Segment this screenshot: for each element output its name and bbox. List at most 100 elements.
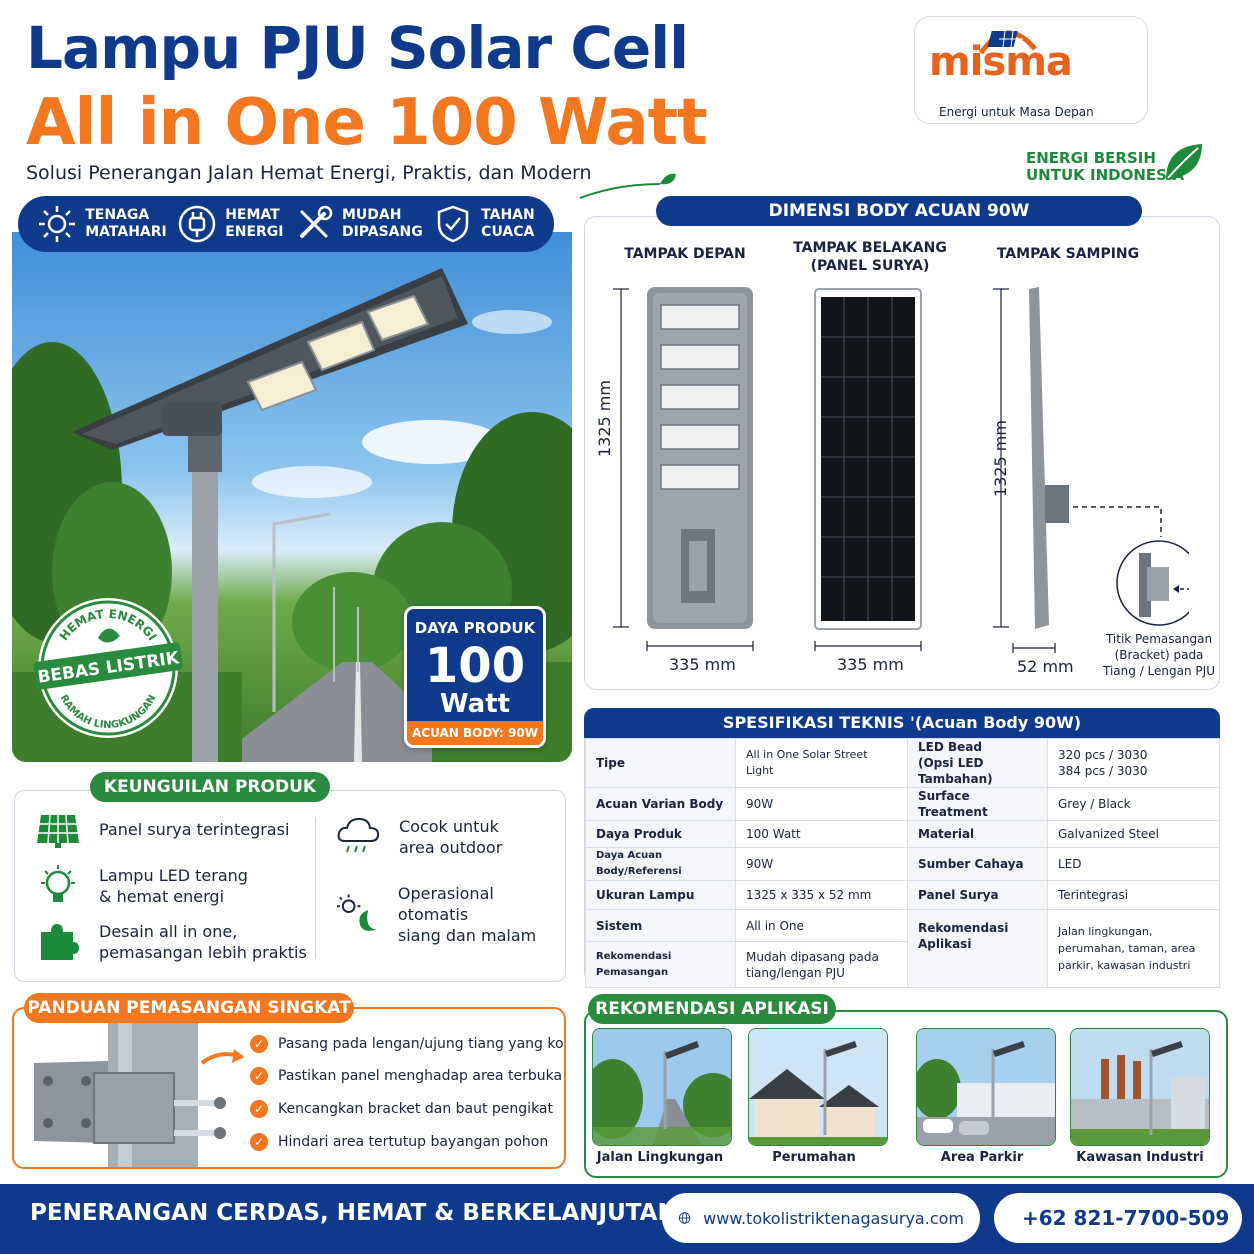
spec-key: Rekomendasi Aplikasi: [907, 909, 1048, 988]
dimensi-title: DIMENSI BODY ACUAN 90W: [656, 196, 1142, 226]
side-height-label: 1325 mm: [991, 420, 1010, 497]
feature-tenaga-matahari: TENAGA MATAHARI: [37, 204, 167, 244]
day-night-icon: [336, 894, 376, 931]
panduan-step-text: Hindari area tertutup bayangan pohon: [278, 1134, 549, 1150]
table-row: Ukuran Lampu 1325 x 335 x 52 mm Panel Su…: [585, 880, 1220, 910]
panduan-step-text: Pastikan panel menghadap area terbuka: [278, 1068, 563, 1084]
front-width-label: 335 mm: [669, 655, 736, 674]
logo-tagline: Energi untuk Masa Depan: [939, 105, 1094, 119]
solar-panel-icon: [37, 814, 79, 848]
eco-badge: HEMAT ENERGI BEBAS LISTRIK RAMAH LINGKUN…: [33, 598, 183, 738]
check-icon: ✓: [250, 1133, 268, 1151]
table-row: Daya Acuan Body/Referensi 90W Sumber Cah…: [585, 847, 1220, 881]
website-text: www.tokolistriktenagasurya.com: [703, 1208, 964, 1228]
hero-street-light-photo: [12, 232, 572, 762]
bracket-illustration: [34, 1023, 244, 1167]
spec-value: 90W: [735, 787, 908, 821]
keunggulan-text: Operasional otomatis siang dan malam: [397, 884, 537, 945]
spesifikasi-title: SPESIFIKASI TEKNIS '(Acuan Body 90W): [584, 708, 1220, 738]
sun-icon: [39, 206, 76, 242]
rekomendasi-label: Jalan Lingkungan: [596, 1150, 724, 1165]
panduan-step: ✓ Pastikan panel menghadap area terbuka: [250, 1067, 562, 1085]
feature-label: TENAGA MATAHARI: [85, 207, 167, 240]
spec-key: Acuan Varian Body: [585, 787, 736, 821]
front-height-label: 1325 mm: [595, 380, 614, 457]
spec-value: LED: [1047, 847, 1220, 881]
power-badge: DAYA PRODUK 100 Watt ACUAN BODY: 90W: [404, 606, 546, 748]
rain-cloud-icon: [337, 817, 380, 853]
table-row: Daya Produk 100 Watt Material Galvanized…: [585, 820, 1220, 848]
website-link[interactable]: www.tokolistriktenagasurya.com: [662, 1193, 980, 1243]
feature-label: TAHAN CUACA: [481, 207, 535, 240]
check-icon: ✓: [250, 1100, 268, 1118]
rekomendasi-label: Kawasan Industri: [1076, 1150, 1204, 1165]
side-depth-label: 52 mm: [1017, 657, 1074, 676]
panduan-panel: ✓ Pasang pada lengan/ujung tiang yang ko…: [12, 1007, 566, 1169]
green-leaf-icon: [1166, 144, 1202, 180]
view-label-front: TAMPAK DEPAN: [624, 246, 746, 262]
panduan-step-text: Kencangkan bracket dan baut pengikat: [278, 1101, 553, 1117]
keunggulan-panel: Panel surya terintegrasi Lampu LED teran…: [14, 790, 566, 982]
puzzle-icon: [41, 924, 79, 960]
spec-key: Sumber Cahaya: [907, 847, 1048, 881]
power-badge-value: 100: [424, 638, 526, 694]
shield-icon: [437, 205, 469, 243]
spec-value: All in One Solar Street Light: [735, 738, 908, 788]
spec-key: Surface Treatment: [907, 787, 1048, 821]
brand-logo: misma Energi untuk Masa Depan: [914, 16, 1148, 124]
spec-value: 1325 x 335 x 52 mm: [735, 880, 908, 910]
led-bulb-icon: [41, 865, 75, 902]
front-width-arrow: [646, 641, 754, 651]
spec-key: Daya Produk: [585, 820, 736, 848]
spec-key: Rekomendasi Pemasangan: [585, 941, 736, 988]
globe-icon: [678, 1212, 691, 1224]
spec-value: 320 pcs / 3030 384 pcs / 3030: [1047, 738, 1220, 788]
view-label-back: TAMPAK BELAKANG (PANEL SURYA): [793, 240, 947, 274]
title-line-2: All in One 100 Watt: [26, 86, 708, 160]
rekomendasi-perumahan-image: [748, 1028, 888, 1146]
feature-label: HEMAT ENERGI: [225, 207, 284, 240]
view-label-side: TAMPAK SAMPING: [996, 246, 1140, 262]
spec-value: Jalan lingkungan, perumahan, taman, area…: [1047, 909, 1220, 988]
rekomendasi-industri-image: [1070, 1028, 1210, 1146]
panduan-step: ✓ Kencangkan bracket dan baut pengikat: [250, 1100, 553, 1118]
feature-hemat-energi: HEMAT ENERGI: [177, 204, 284, 244]
spec-value: 90W: [735, 847, 908, 881]
rekomendasi-title: REKOMENDASI APLIKASI: [588, 994, 836, 1024]
spec-value: Terintegrasi: [1047, 880, 1220, 910]
phone-link[interactable]: +62 821-7700-509: [994, 1193, 1242, 1243]
rekomendasi-jalan-image: [592, 1028, 732, 1146]
plug-icon: [178, 205, 216, 243]
keunggulan-text: Panel surya terintegrasi: [99, 819, 290, 839]
rekomendasi-label: Area Parkir: [940, 1150, 1024, 1165]
logo-solar-sun-icon: [978, 30, 1037, 55]
keunggulan-text: Lampu LED terang & hemat energi: [99, 866, 248, 906]
spec-key: Sistem: [585, 909, 736, 942]
keunggulan-text: Desain all in one, pemasangan lebih prak…: [99, 922, 307, 962]
table-row: Tipe All in One Solar Street Light LED B…: [585, 738, 1220, 788]
spec-value: Mudah dipasang pada tiang/lengan PJU: [735, 941, 908, 988]
power-badge-unit: Watt: [439, 689, 511, 719]
footer-tagline: PENERANGAN CERDAS, HEMAT & BERKELANJUTAN: [30, 1200, 677, 1226]
leaf-swoosh-icon: [579, 173, 676, 199]
feature-tahan-cuaca: TAHAN CUACA: [433, 204, 535, 244]
spec-key: Panel Surya: [907, 880, 1048, 910]
side-depth-arrow: [1012, 643, 1056, 653]
keunggulan-item: Operasional otomatis siang dan malam: [335, 883, 565, 946]
feature-bar: TENAGA MATAHARI HEMAT ENERGI MUDAH DIPAS…: [18, 196, 554, 252]
keunggulan-title: KEUNGUILAN PRODUK: [90, 772, 330, 802]
power-badge-heading: DAYA PRODUK: [414, 619, 536, 637]
back-view-drawing: [814, 288, 922, 630]
feature-label: MUDAH DIPASANG: [341, 207, 423, 240]
check-icon: ✓: [250, 1067, 268, 1085]
title-line-1: Lampu PJU Solar Cell: [26, 14, 689, 82]
panduan-step: ✓ Pasang pada lengan/ujung tiang yang ko…: [250, 1035, 566, 1053]
feature-mudah-dipasang: MUDAH DIPASANG: [294, 204, 423, 244]
phone-text: +62 821-7700-509: [1022, 1206, 1230, 1230]
keunggulan-text: Cocok untuk area outdoor: [399, 817, 503, 857]
rekomendasi-parkir-image: [916, 1028, 1056, 1146]
side-view-drawing: [993, 287, 1189, 629]
panduan-step-text: Pasang pada lengan/ujung tiang yang koko…: [278, 1036, 566, 1052]
spec-value: All in One: [735, 909, 908, 942]
